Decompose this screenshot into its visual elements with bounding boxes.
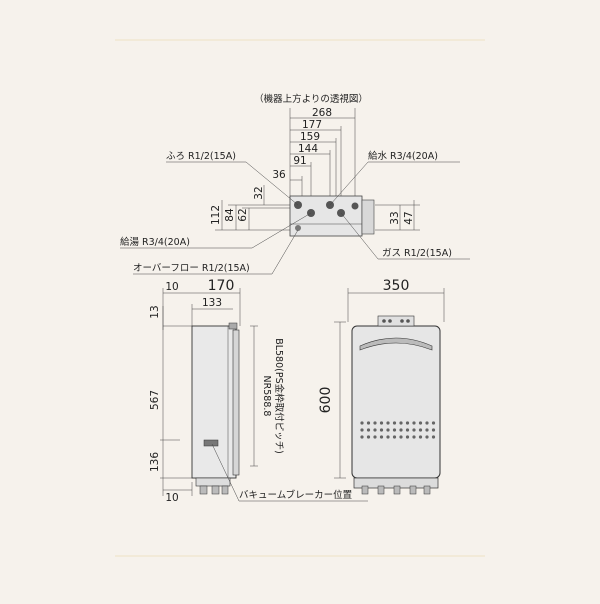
front-dim-350: 350 <box>383 278 410 294</box>
side-dim-10-top: 10 <box>165 281 178 293</box>
dim-159: 159 <box>300 131 320 143</box>
grille-dot <box>386 421 390 425</box>
grille-dot <box>386 428 390 432</box>
top-body <box>289 195 375 237</box>
dim-144: 144 <box>298 143 318 155</box>
vacuum-breaker-icon <box>203 439 219 447</box>
grille-dot <box>392 435 397 439</box>
grille-dot <box>366 421 371 425</box>
pitch-note: NR588.8 BL580(PS金枠取付ピッチ) <box>250 325 285 467</box>
grille-dot <box>360 435 364 439</box>
grille-dot <box>360 428 364 432</box>
top-width-dims: 268 177 159 144 91 36 <box>272 107 356 200</box>
dim-177: 177 <box>302 119 322 131</box>
grille-dot <box>418 421 423 425</box>
side-fittings <box>195 439 231 495</box>
grille-dot <box>379 428 384 432</box>
dim-268: 268 <box>312 107 332 119</box>
side-dim-10-bottom: 10 <box>165 492 178 504</box>
top-view-title: （機器上方よりの透視図） <box>254 93 368 105</box>
grille-dot <box>366 435 371 439</box>
grille-dot <box>425 435 429 439</box>
front-view: 350 600 <box>318 278 445 495</box>
grille-dot <box>405 428 410 432</box>
front-dim-600: 600 <box>318 387 334 414</box>
grille-dot <box>366 428 371 432</box>
grille-dot <box>405 435 410 439</box>
side-body <box>191 325 237 479</box>
dim-112: 112 <box>210 205 222 225</box>
grille-dot <box>412 421 416 425</box>
label-hot: 給湯 R3/4(20A) <box>120 236 190 248</box>
side-view: 10 170 133 13 567 136 10 <box>149 278 368 504</box>
dim-84: 84 <box>224 208 236 222</box>
pitch-note-2: BL580(PS金枠取付ピッチ) <box>273 338 285 454</box>
grille-dot <box>425 421 429 425</box>
front-top-bracket <box>377 315 415 327</box>
grille-dot <box>431 428 436 432</box>
port-overflow <box>295 225 301 231</box>
top-depth-dims-left: 32 112 84 62 <box>210 185 292 231</box>
grille-dot <box>379 435 384 439</box>
front-body <box>351 325 441 479</box>
grille-dot <box>373 435 377 439</box>
grille-dot <box>360 421 364 425</box>
front-vent-slot <box>359 337 433 351</box>
port-relief <box>351 202 359 210</box>
top-view: （機器上方よりの透視図） 268 177 159 144 91 36 <box>120 93 470 275</box>
label-overflow: オーバーフロー R1/2(15A) <box>133 263 250 274</box>
grille-dot <box>418 428 423 432</box>
grille-dot <box>412 435 416 439</box>
grille-dot <box>431 421 436 425</box>
label-furo: ふろ R1/2(15A) <box>166 151 236 162</box>
pitch-note-1: NR588.8 <box>261 376 272 417</box>
grille-dot <box>425 428 429 432</box>
top-port-labels: ふろ R1/2(15A) 給水 R3/4(20A) 給湯 R3/4(20A) ガ… <box>120 150 470 275</box>
side-dim-13: 13 <box>149 305 161 318</box>
grille-dot <box>418 435 423 439</box>
top-depth-dims-right: 33 47 <box>375 200 420 231</box>
front-grille <box>360 421 436 439</box>
grille-dot <box>431 435 436 439</box>
side-dim-567: 567 <box>149 390 161 410</box>
grille-dot <box>399 428 403 432</box>
dim-32: 32 <box>253 186 265 199</box>
side-dim-136: 136 <box>149 452 161 472</box>
dim-33: 33 <box>389 211 401 224</box>
label-water: 給水 R3/4(20A) <box>368 150 438 162</box>
grille-dot <box>386 435 390 439</box>
grille-dot <box>392 421 397 425</box>
dim-62: 62 <box>237 208 249 221</box>
grille-dot <box>379 421 384 425</box>
dim-47: 47 <box>403 211 415 224</box>
grille-dot <box>412 428 416 432</box>
side-dim-133: 133 <box>202 297 222 309</box>
grille-dot <box>399 435 403 439</box>
grille-dot <box>399 421 403 425</box>
grille-dot <box>392 428 397 432</box>
breaker-label: バキュームブレーカー位置 <box>239 489 352 501</box>
label-gas: ガス R1/2(15A) <box>382 248 452 259</box>
grille-dot <box>373 421 377 425</box>
grille-dot <box>405 421 410 425</box>
grille-dot <box>373 428 377 432</box>
side-bracket <box>232 329 240 476</box>
dim-36: 36 <box>272 169 286 181</box>
dim-91: 91 <box>293 155 306 167</box>
side-dim-170: 170 <box>208 278 235 294</box>
